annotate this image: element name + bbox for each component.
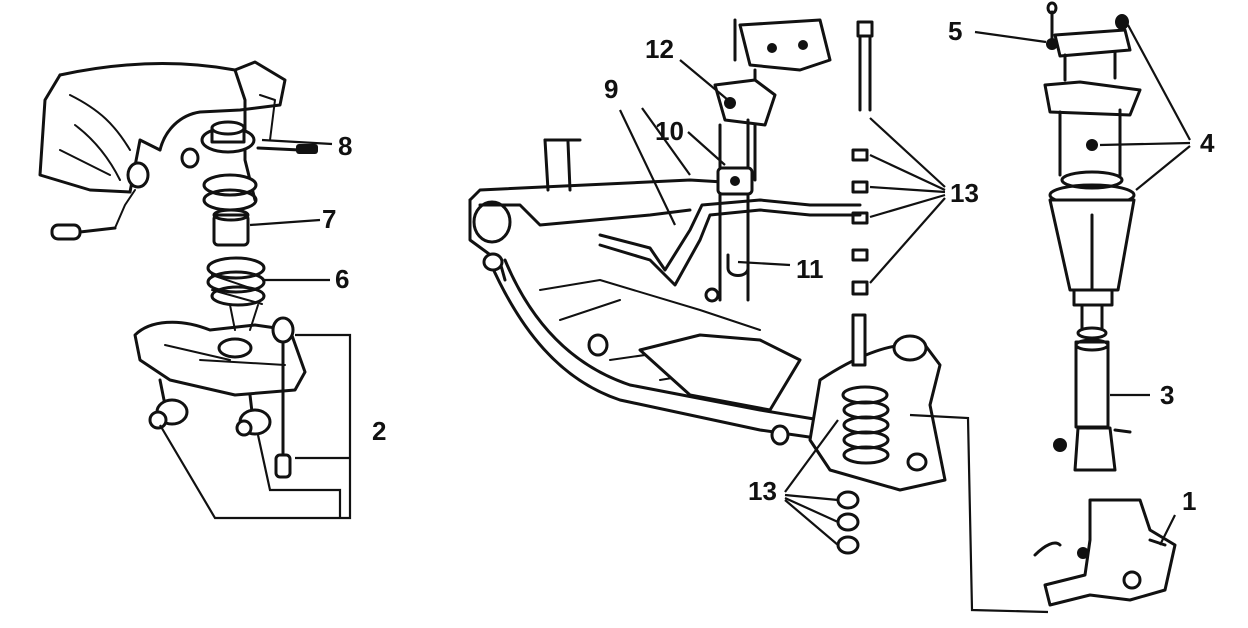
middle-assembly-frame [468, 18, 947, 555]
callout-9: 9 [604, 74, 618, 104]
callout-5: 5 [948, 16, 962, 46]
callout-4: 4 [1200, 128, 1215, 158]
callout-3: 3 [1160, 380, 1174, 410]
right-leader-lines [974, 24, 1191, 546]
callout-6: 6 [335, 264, 349, 294]
callout-11: 11 [796, 254, 824, 284]
callout-labels: 1 2 3 4 5 6 7 8 9 10 11 12 13 13 [322, 16, 1215, 516]
callout-13-lower: 13 [748, 476, 777, 506]
callout-2: 2 [372, 416, 386, 446]
callout-1: 1 [1182, 486, 1196, 516]
middle-leader-lines [619, 59, 1049, 614]
left-leader-lines [159, 138, 352, 520]
left-assembly-control-arm [38, 60, 318, 479]
callout-13-upper: 13 [950, 178, 979, 208]
right-assembly-strut [1033, 1, 1177, 607]
callout-7: 7 [322, 204, 336, 234]
callout-10: 10 [655, 116, 684, 146]
callout-12: 12 [645, 34, 674, 64]
callout-8: 8 [338, 131, 352, 161]
